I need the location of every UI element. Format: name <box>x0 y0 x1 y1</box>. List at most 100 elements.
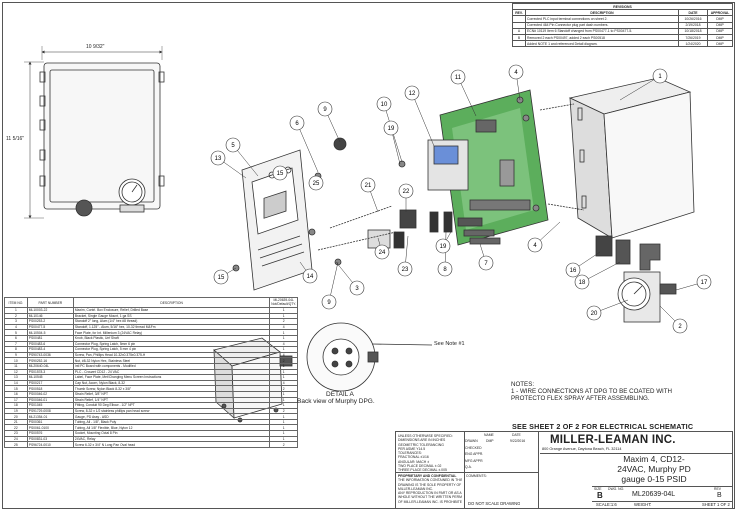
bom-cell: 1 <box>269 346 298 353</box>
balloon-label: 14 <box>307 274 314 280</box>
bom-cell: Label, Face Plate, Met/Changing Menu Scr… <box>72 374 271 381</box>
approval-role: CHECKED <box>465 445 482 450</box>
balloon-label: 24 <box>379 250 386 256</box>
balloon-9: 9 <box>321 261 339 310</box>
sheet-number: SHEET 1 OF 2 <box>702 503 730 507</box>
balloon-14: 14 <box>299 261 318 284</box>
bom-cell: Standoff 2" long, Alum (1/4" hex #8 thre… <box>72 318 271 325</box>
proprietary-line: THE INFORMATION CONTAINED IN THIS <box>398 478 462 483</box>
notes-line-1: 1 - WIRE CONNECTIONS AT DPG TO BE COATED… <box>511 388 673 395</box>
date-header: DATE <box>512 433 521 437</box>
balloon-label: 19 <box>388 126 395 132</box>
bom-cell: ML20640-04L <box>26 362 74 370</box>
fittings <box>595 235 661 271</box>
balloon-9: 9 <box>317 101 341 143</box>
balloon-label: 3 <box>355 286 359 292</box>
bom-cell: PS00361 <box>26 418 74 426</box>
balloon-label: 21 <box>365 183 372 189</box>
bom-cell: PS00477-5 <box>26 323 74 331</box>
bom-cell: 1 <box>269 418 298 426</box>
balloon-label: 9 <box>327 300 331 306</box>
bom-cell: Gauge, PD Assy - ASD <box>72 413 271 420</box>
bom-cell: 1 <box>269 402 298 409</box>
balloon-label: 17 <box>701 280 708 286</box>
balloon-8: 8 <box>437 231 453 277</box>
balloon-6: 6 <box>289 115 319 173</box>
balloon-label: 19 <box>440 244 447 250</box>
bom-cell: PLC - Crouzet CD12 - 24 VAC <box>72 368 271 376</box>
bom-cell: 2 <box>269 357 298 364</box>
balloon-label: 4 <box>533 243 537 249</box>
bom-cell: Tubing, All 1/8" Flexible, Blue, Nylon 1… <box>72 424 271 432</box>
item-balloons: 1234567891011121314151617181920212223242… <box>210 64 712 334</box>
bom-cell: PS00483-6 <box>26 340 74 348</box>
bom-cell: PS00481 <box>26 335 74 342</box>
detail-note-label: See Note #1 <box>434 341 465 347</box>
balloon-5: 5 <box>225 137 259 177</box>
bom-cell: PS0061-0100 <box>26 424 74 432</box>
bom-cell: 1 <box>269 312 298 320</box>
bom-cell: ML10146 <box>26 312 74 320</box>
rev-value: B <box>717 492 722 499</box>
proprietary-line: MILLER-LEAMAN INC. <box>398 486 434 491</box>
bom-cell: 4 <box>269 323 298 331</box>
balloon-label: 12 <box>409 91 416 97</box>
balloon-20: 20 <box>586 299 629 321</box>
tolerance-line: UNLESS OTHERWISE SPECIFIED: <box>398 434 453 438</box>
bom-cell: Strain Relief, 1/4" NPT <box>72 396 271 404</box>
bom-cell: Nut, #8-32 Nylon Hex, Stainless Steel <box>72 357 271 364</box>
balloon-15: 15 <box>213 267 237 285</box>
bom-cell: 1 <box>269 390 298 398</box>
bom-cell: Connector Plug, Spring Latch, 5mm 6 pin <box>72 340 271 348</box>
proprietary-heading: PROPRIETARY AND CONFIDENTIAL <box>398 474 457 478</box>
tolerance-line: GEOMETRIC TOLERANCING <box>398 442 444 447</box>
bom-cell: Maxim, Contrl. Box Enclosure, Relief, Dr… <box>72 307 271 314</box>
bom-cell: 25 <box>4 441 28 448</box>
scale: SCALE:1:6 <box>596 503 617 507</box>
balloon-label: 10 <box>381 102 388 108</box>
balloon-13: 13 <box>210 150 247 179</box>
balloon-23: 23 <box>397 235 413 277</box>
balloon-label: 23 <box>402 267 409 273</box>
bom-cell: 1 <box>269 374 298 381</box>
bom-cell: 1 <box>269 329 298 336</box>
balloon-4: 4 <box>527 221 561 253</box>
bom-cell: PS01578-3 <box>26 368 74 376</box>
tolerance-notes: UNLESS OTHERWISE SPECIFIED:DIMENSIONS AR… <box>398 434 462 473</box>
sheet-callout: SEE SHEET 2 OF 2 FOR ELECTRICAL SCHEMATI… <box>512 422 694 431</box>
tolerance-line: PER ASME Y14.5 <box>398 446 426 451</box>
bom-cell: Cap Nut, Acorn, Nylon Black, 8-32 <box>72 379 271 387</box>
bom-cell: PS90252-16 <box>26 357 74 364</box>
bom-cell: PS90743-0036 <box>26 351 74 359</box>
balloon-7: 7 <box>478 243 494 271</box>
drawn-by: DMP <box>486 439 494 443</box>
bom-cell: 1 <box>269 430 298 437</box>
approval-role: ENG APPR. <box>465 452 484 456</box>
name-header: NAME <box>484 433 494 437</box>
balloon-label: 7 <box>484 261 488 267</box>
notes-line-2: PROTECTO FLEX SPRAY AFTER ASSEMBLING. <box>511 395 650 402</box>
tolerance-line: THREE PLACE DECIMAL ±.005 <box>398 468 447 473</box>
revision-cell: DMP <box>707 40 733 48</box>
bom-cell: 4 <box>269 379 298 387</box>
bom-cell: 1 <box>269 396 298 404</box>
bom-header: ITEM NO. <box>4 297 28 308</box>
bom-cell: PS00831-03 <box>26 435 74 443</box>
balloon-label: 5 <box>231 143 235 149</box>
bom-cell: PS00576 <box>26 430 74 437</box>
pcb-assembly <box>427 89 549 246</box>
balloon-24: 24 <box>374 237 390 260</box>
bom-cell: Connector Plug, Spring Latch, 5 mm 4 pin <box>72 346 271 353</box>
